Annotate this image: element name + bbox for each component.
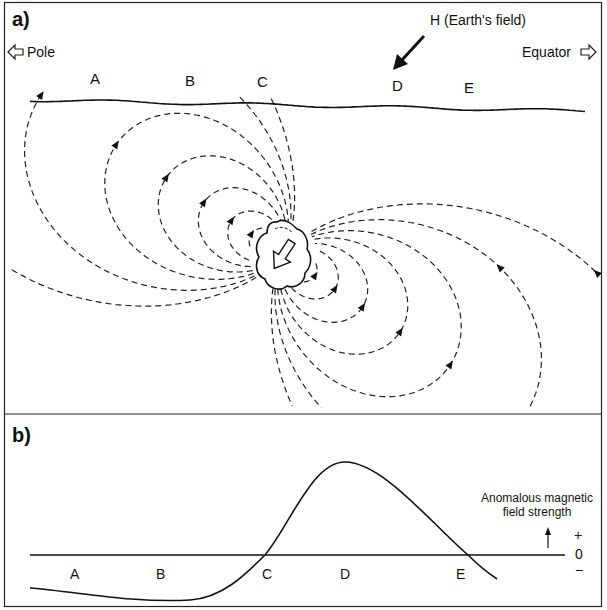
sign-label: + <box>574 527 582 543</box>
station-letter: A <box>70 566 79 582</box>
direction-label: Pole <box>27 44 55 60</box>
field-arrowhead <box>358 303 365 312</box>
station-letter: D <box>340 566 350 582</box>
field-line <box>25 95 291 290</box>
ground-surface <box>30 100 585 112</box>
station-letter: E <box>456 566 465 582</box>
field-arrowhead <box>594 270 602 278</box>
panel-letter: b) <box>12 424 31 447</box>
field-arrowhead <box>310 272 317 281</box>
field-line <box>9 99 294 307</box>
magnetisation-arrow <box>266 236 300 274</box>
field-arrowhead <box>330 285 337 294</box>
field-arrowhead <box>247 230 254 239</box>
field-label: H (Earth's field) <box>430 12 526 28</box>
scale-arrowhead <box>545 527 551 535</box>
scale-arrow <box>547 533 548 548</box>
sign-label: 0 <box>575 546 583 562</box>
body-outline <box>257 220 311 289</box>
field-arrowhead <box>36 91 43 100</box>
station-letter: E <box>464 79 474 96</box>
axis-title: Anomalous magnetic field strength <box>478 492 596 520</box>
equator-arrow <box>581 45 596 59</box>
field-arrowhead <box>111 141 118 150</box>
panel-divider <box>5 413 602 414</box>
field-arrowhead <box>395 328 402 337</box>
field-line <box>271 204 595 406</box>
field-line <box>275 220 541 408</box>
ore-body <box>257 220 311 289</box>
sign-label: − <box>575 562 583 578</box>
station-letter: B <box>156 566 165 582</box>
field-arrowhead <box>227 217 234 226</box>
station-letter: C <box>262 566 272 582</box>
station-letter: A <box>90 70 100 87</box>
earth-field-arrow <box>402 36 424 60</box>
direction-label: Equator <box>522 44 571 60</box>
earth-field-arrowhead <box>393 54 408 70</box>
station-letter: C <box>257 73 268 90</box>
panel-letter: a) <box>12 8 30 31</box>
field-lines <box>9 91 602 407</box>
field-arrowhead <box>497 264 505 272</box>
pole-arrow <box>8 45 23 59</box>
station-letter: D <box>392 77 403 94</box>
field-arrowhead <box>199 199 206 208</box>
zero-axis <box>30 554 565 555</box>
outer-frame <box>5 3 602 607</box>
field-arrowhead <box>162 174 169 183</box>
body-texture <box>275 227 293 233</box>
station-letter: B <box>185 72 195 89</box>
anomaly-curve <box>30 462 497 601</box>
field-arrowhead <box>445 361 452 370</box>
